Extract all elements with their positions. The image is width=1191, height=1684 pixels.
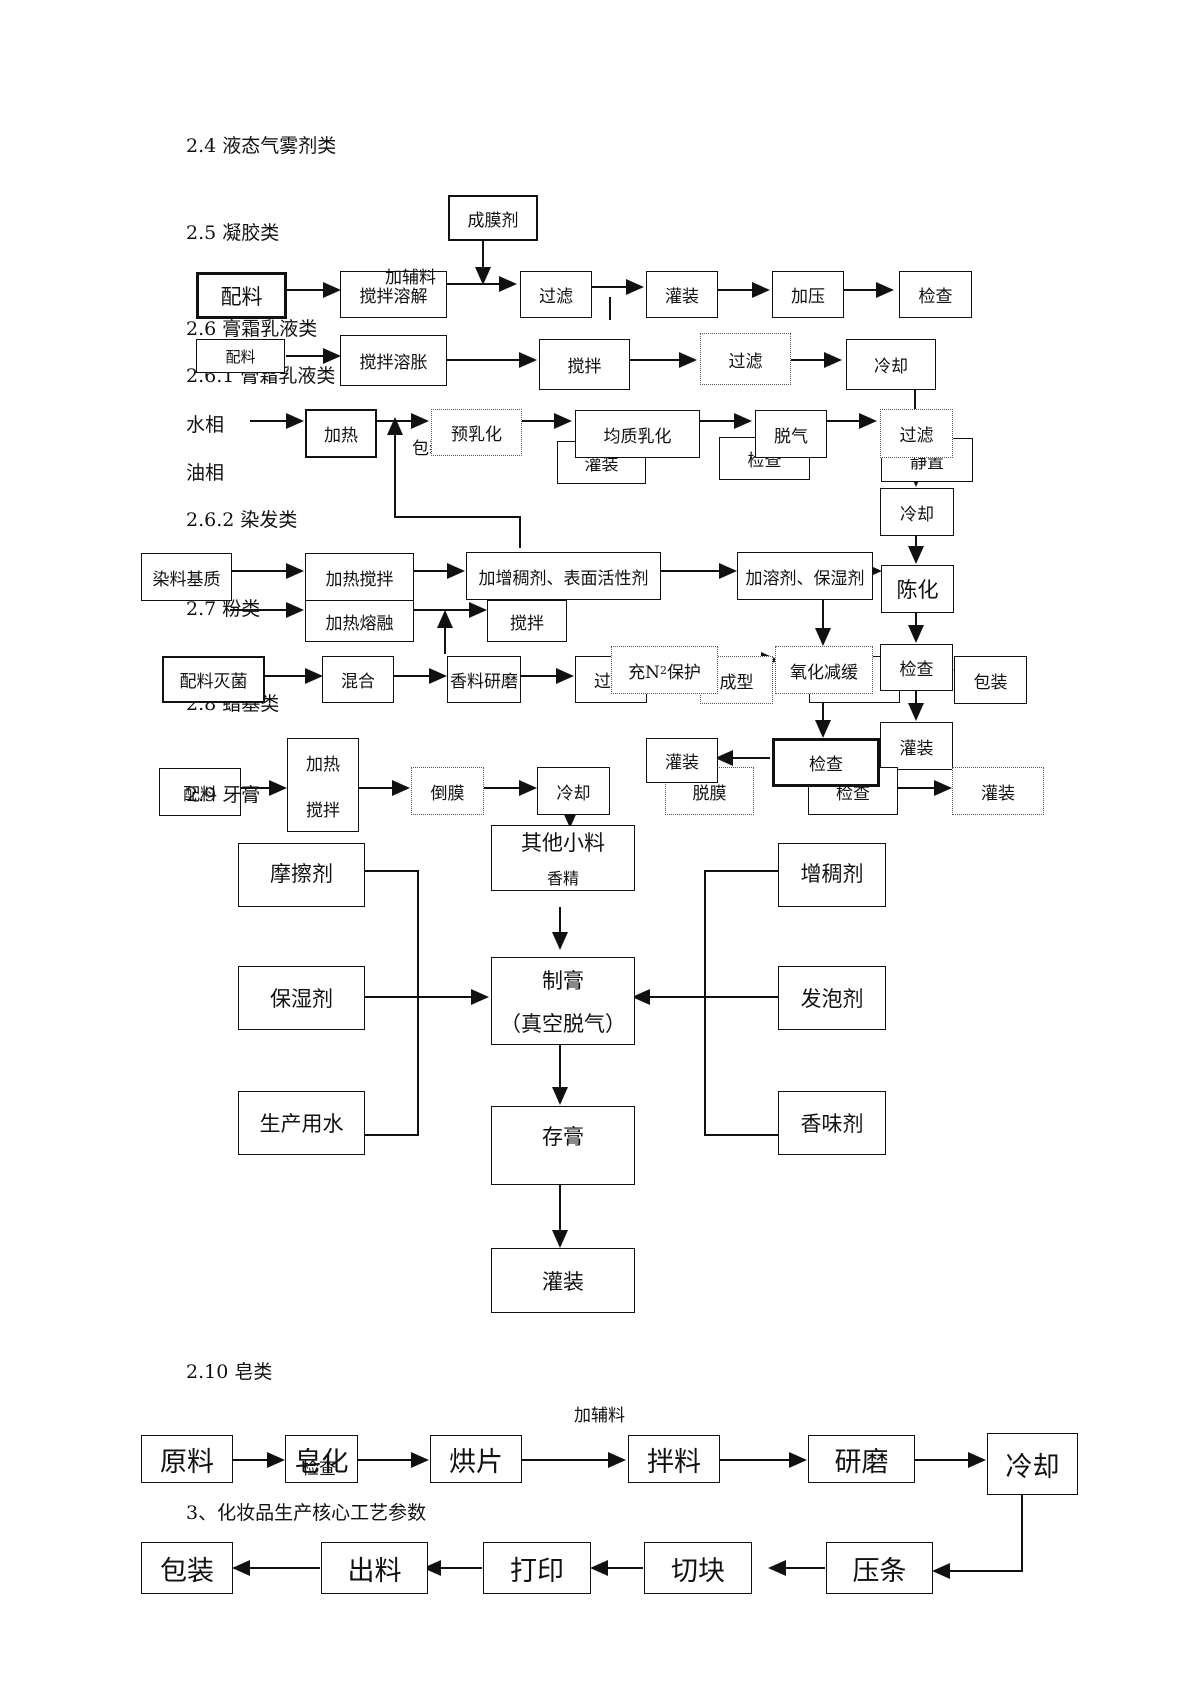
gel-pressurize-box: 加压 xyxy=(772,271,844,318)
soap-add-aux-label: 加辅料 xyxy=(574,1406,625,1426)
tp-thickener-box: 增稠剂 xyxy=(778,843,886,907)
cream-filter-box: 过滤 xyxy=(700,333,791,385)
soap-press-box: 压条 xyxy=(826,1542,933,1594)
powder-grind-box: 香料研磨 xyxy=(447,656,521,703)
powder-fill-box: 灌装 xyxy=(880,722,953,770)
gel-inspect-box: 检查 xyxy=(899,271,972,318)
wax-mix-box: 配料 xyxy=(159,768,241,816)
tp-others-text: 其他小料 xyxy=(521,831,605,855)
gel-film-agent-box: 成膜剂 xyxy=(448,195,538,241)
soap-pack-box: 包装 xyxy=(141,1542,233,1594)
wax-cool-box: 冷却 xyxy=(537,767,610,815)
wax-heat-stir-box: 加热 搅拌 xyxy=(287,738,359,832)
gel-fill-box: 灌装 xyxy=(646,271,718,318)
wax-heat-text: 加热 xyxy=(306,754,340,775)
dye-thickener-box: 加增稠剂、表面活性剂 xyxy=(466,552,661,600)
cream-heat-box: 加热 xyxy=(305,409,377,458)
cream-mix-box: 配料 xyxy=(196,339,285,373)
heading-2-4: 2.4 液态气雾剂类 xyxy=(186,135,337,157)
tp-others-box: 其他小料 香精 xyxy=(491,825,635,891)
soap-print-box: 打印 xyxy=(483,1542,591,1594)
wax-fill2-box: 灌装 xyxy=(952,767,1044,815)
oil-phase-label: 油相 xyxy=(186,462,225,484)
soap-cool-box: 冷却 xyxy=(987,1433,1078,1495)
tp-water-box: 生产用水 xyxy=(238,1091,365,1155)
tp-humectant-box: 保湿剂 xyxy=(238,966,365,1030)
tp-make-box: 制膏 （真空脱气） xyxy=(491,957,635,1045)
soap-inspect-label: 检查 xyxy=(302,1459,336,1479)
powder-sterilize-box: 配料灭菌 xyxy=(162,656,265,703)
soap-raw-box: 原料 xyxy=(141,1435,233,1483)
soap-discharge-box: 出料 xyxy=(321,1542,428,1594)
dye-solvent-box: 加溶剂、保湿剂 xyxy=(737,552,873,600)
heading-2-6-2: 2.6.2 染发类 xyxy=(186,509,298,531)
heading-2-9: 2.9 牙膏 xyxy=(186,784,261,806)
tp-fill-box: 灌装 xyxy=(491,1248,635,1313)
powder-inspect-box: 检查 xyxy=(880,644,953,691)
soap-cut-box: 切块 xyxy=(644,1542,752,1594)
powder-pack-box: 包装 xyxy=(954,656,1027,704)
dye-heat-stir-box: 加热搅拌 xyxy=(305,553,414,601)
cream-degas-box: 脱气 xyxy=(755,410,827,458)
powder-blend-box: 混合 xyxy=(322,656,394,703)
tp-abrasive-box: 摩擦剂 xyxy=(238,843,365,907)
n2-text: 充N xyxy=(628,662,660,683)
cream-stir-swell-box: 搅拌溶胀 xyxy=(340,335,447,386)
tp-make-text: 制膏 xyxy=(542,968,584,993)
heading-2-5: 2.5 凝胶类 xyxy=(186,222,280,244)
cream-homogenize-box: 均质乳化 xyxy=(575,410,700,458)
wax-stir-text: 搅拌 xyxy=(306,800,340,821)
heading-2-10: 2.10 皂类 xyxy=(186,1361,273,1383)
cream-filter2-box: 过滤 xyxy=(880,409,953,458)
n2-tail-text: 保护 xyxy=(666,662,701,683)
dye-age-box: 陈化 xyxy=(881,565,954,613)
heading-3: 3、化妆品生产核心工艺参数 xyxy=(186,1502,427,1524)
tp-vacuum-text: （真空脱气） xyxy=(500,1011,626,1036)
cream-stir-box: 搅拌 xyxy=(539,339,630,390)
powder-oxidation-box: 氧化减缓 xyxy=(775,646,873,694)
dye-heat-melt-box: 加热熔融 xyxy=(305,600,414,642)
gel-mix-box: 配料 xyxy=(196,272,287,319)
heading-2-6: 2.6 膏霜乳液类 xyxy=(186,318,318,340)
wax-pour-box: 倒膜 xyxy=(411,767,484,815)
gel-stir-dissolve-box: 搅拌溶解 xyxy=(340,271,447,318)
soap-mix-box: 拌料 xyxy=(628,1435,720,1483)
water-phase-label: 水相 xyxy=(186,414,225,436)
dye-base-box: 染料基质 xyxy=(141,553,232,601)
gel-add-aux-label: 加辅料 xyxy=(385,268,436,288)
cream-cool-box: 冷却 xyxy=(846,339,936,390)
wax-inspect-box: 检查 xyxy=(772,738,880,787)
tp-store-box: 存膏 xyxy=(491,1106,635,1185)
gel-filter-box: 过滤 xyxy=(520,271,592,318)
dye-stir-box: 搅拌 xyxy=(487,600,567,642)
tp-flavor-essence-text: 香精 xyxy=(546,869,579,888)
tp-flavor-box: 香味剂 xyxy=(778,1091,886,1155)
cream-cool2-box: 冷却 xyxy=(880,488,954,536)
soap-saponify-box: 皂化 xyxy=(285,1435,358,1483)
heading-2-7: 2.7 粉类 xyxy=(186,598,261,620)
wax-fill-box: 灌装 xyxy=(646,738,718,783)
n2-subscript: 2 xyxy=(659,663,667,677)
soap-dry-box: 烘片 xyxy=(430,1435,522,1483)
tp-foaming-box: 发泡剂 xyxy=(778,966,886,1030)
cream-pre-emulsify-box: 预乳化 xyxy=(431,409,522,456)
soap-grind-box: 研磨 xyxy=(808,1435,915,1483)
